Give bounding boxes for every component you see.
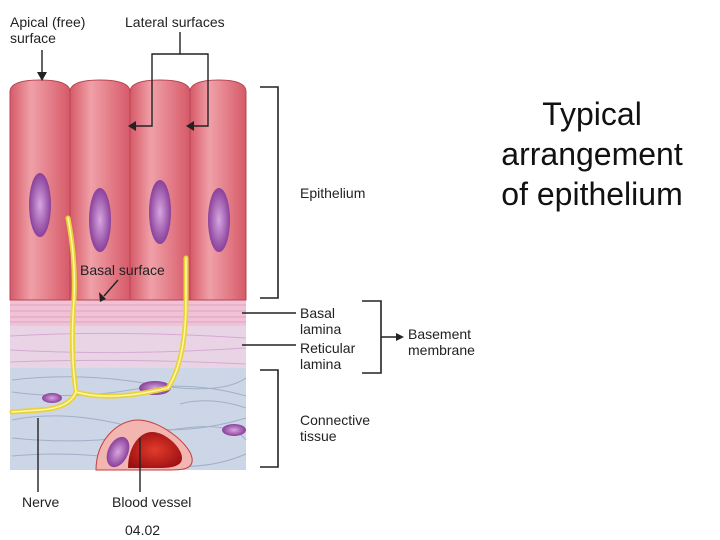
label-basal-surface: Basal surface [80,262,165,278]
label-apical-surface: Apical (free) surface [10,14,86,46]
cell-nuclei [29,173,230,252]
label-basement-membrane: Basement membrane [408,326,475,358]
reticular-lamina-layer [10,326,246,368]
cell-nucleus [29,173,51,237]
cell-nucleus [208,188,230,252]
brackets [260,86,398,468]
cell-nucleus [89,188,111,252]
label-nerve: Nerve [22,494,60,510]
pointer-lines [37,32,296,492]
fibroblast-nucleus [42,393,62,403]
endothelial-nucleus [106,436,130,468]
slide-title: Typical arrangement of epithelium [501,96,683,212]
label-basal-lamina: Basal lamina [300,305,342,337]
basement-membrane-arrowhead [396,333,404,341]
cell-nucleus [149,180,171,244]
fibroblast-nucleus [222,424,246,436]
figure-number: 04.02 [125,522,161,538]
label-reticular-lamina: Reticular lamina [300,340,356,372]
blood-vessel [95,419,193,471]
label-lateral-surfaces: Lateral surfaces [125,14,225,30]
label-connective-tissue: Connective tissue [300,412,371,444]
label-epithelium: Epithelium [300,185,366,201]
arrowheads [37,72,194,302]
label-blood-vessel: Blood vessel [112,494,192,510]
